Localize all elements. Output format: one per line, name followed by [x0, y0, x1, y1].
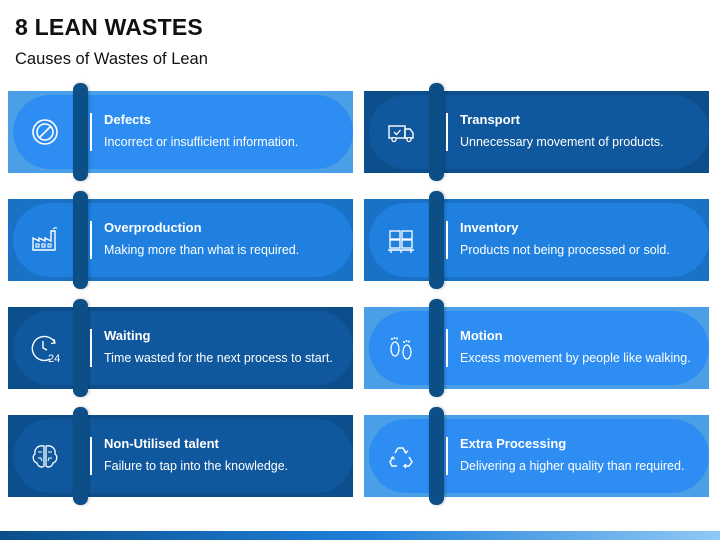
page-title: 8 LEAN WASTES [15, 14, 203, 40]
card-description: Unnecessary movement of products. [460, 135, 664, 149]
card-strip [429, 191, 444, 289]
card-strip [429, 83, 444, 181]
card-strip [429, 407, 444, 505]
card-description: Excess movement by people like walking. [460, 351, 691, 365]
card-description: Products not being processed or sold. [460, 243, 670, 257]
card-heading: Waiting [104, 328, 151, 343]
card-motion: Motion Excess movement by people like wa… [364, 299, 709, 397]
card-heading: Non-Utilised talent [104, 436, 219, 451]
clock-24-icon: 24 [31, 335, 60, 365]
card-non-utilised-talent: Non-Utilised talent Failure to tap into … [8, 407, 353, 505]
card-description: Failure to tap into the knowledge. [104, 459, 289, 473]
card-pill [13, 311, 353, 385]
card-divider [90, 437, 92, 475]
card-description: Incorrect or insufficient information. [104, 135, 299, 149]
card-defects: Defects Incorrect or insufficient inform… [8, 83, 353, 181]
card-strip [73, 299, 88, 397]
card-extra-processing: Extra Processing Delivering a higher qua… [364, 407, 709, 505]
card-strip [429, 299, 444, 397]
card-heading: Motion [460, 328, 503, 343]
card-heading: Overproduction [104, 220, 202, 235]
card-divider [90, 113, 92, 151]
card-divider [90, 329, 92, 367]
card-heading: Transport [460, 112, 520, 127]
factory-icon [32, 227, 58, 251]
card-pill [13, 95, 353, 169]
card-divider [90, 221, 92, 259]
bottom-gradient-bar [0, 531, 720, 540]
card-heading: Defects [104, 112, 151, 127]
card-pill [369, 311, 709, 385]
card-heading: Extra Processing [460, 436, 567, 451]
card-transport: Transport Unnecessary movement of produc… [364, 83, 709, 181]
svg-text:24: 24 [48, 353, 60, 365]
card-heading: Inventory [460, 220, 519, 235]
card-description: Time wasted for the next process to star… [104, 351, 333, 365]
footprints-icon [390, 337, 412, 360]
pallet-boxes-icon [388, 230, 414, 253]
recycle-icon [389, 447, 413, 469]
brain-icon [32, 445, 58, 468]
card-divider [446, 437, 448, 475]
card-inventory: Inventory Products not being processed o… [364, 191, 709, 289]
card-divider [446, 113, 448, 151]
card-strip [73, 83, 88, 181]
card-overproduction: Overproduction Making more than what is … [8, 191, 353, 289]
card-pill [369, 203, 709, 277]
card-description: Delivering a higher quality than require… [460, 459, 685, 473]
card-divider [446, 329, 448, 367]
card-pill [369, 95, 709, 169]
card-waiting: 24 Waiting Time wasted for the next proc… [8, 299, 353, 397]
no-entry-icon [32, 119, 58, 145]
card-strip [73, 191, 88, 289]
delivery-truck-icon [388, 125, 414, 143]
card-pill [13, 203, 353, 277]
card-description: Making more than what is required. [104, 243, 300, 257]
card-strip [73, 407, 88, 505]
card-pill [369, 419, 709, 493]
card-pill [13, 419, 353, 493]
card-divider [446, 221, 448, 259]
page-subtitle: Causes of Wastes of Lean [15, 50, 208, 68]
